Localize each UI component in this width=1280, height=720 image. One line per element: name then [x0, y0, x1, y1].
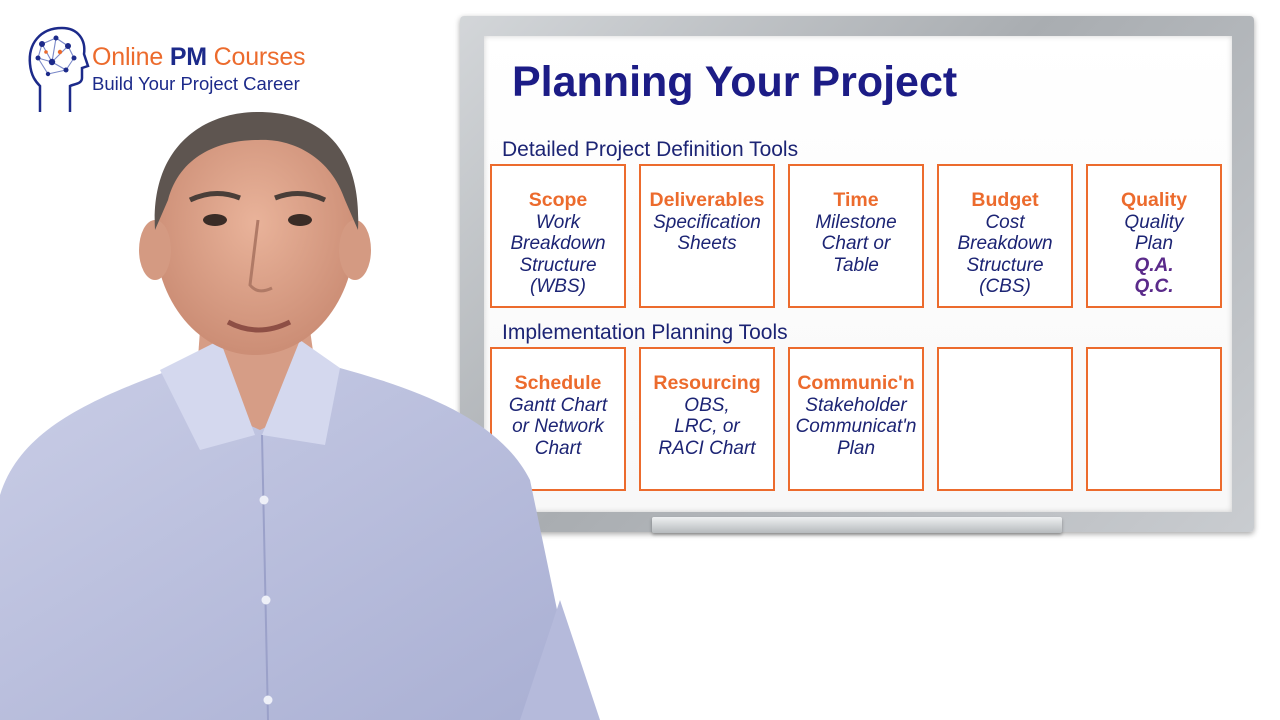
tool-box-empty-2	[1086, 347, 1222, 491]
tool-box-budget: Budget Cost Breakdown Structure (CBS)	[937, 164, 1073, 308]
slide-title: Planning Your Project	[512, 58, 958, 106]
tool-box-time: Time Milestone Chart or Table	[788, 164, 924, 308]
presenter-figure	[0, 112, 600, 720]
section-label-definition-tools: Detailed Project Definition Tools	[502, 138, 799, 161]
section-label-implementation-tools: Implementation Planning Tools	[502, 321, 788, 344]
tool-box-deliverables: Deliverables Specification Sheets	[639, 164, 775, 308]
tool-box-empty-1	[937, 347, 1073, 491]
head-network-icon	[28, 26, 90, 112]
tool-box-resourcing: Resourcing OBS, LRC, or RACI Chart	[639, 347, 775, 491]
tool-box-communication: Communic'n Stakeholder Communicat'n Plan	[788, 347, 924, 491]
brand-tagline: Build Your Project Career	[92, 73, 300, 94]
brand-logo: Online PM Courses Build Your Project Car…	[22, 24, 342, 119]
tool-box-quality: Quality Quality Plan Q.A. Q.C.	[1086, 164, 1222, 308]
whiteboard-tray	[652, 517, 1062, 533]
tool-box-schedule: Schedule Gantt Chart or Network Chart	[490, 347, 626, 491]
brand-name: Online PM Courses	[92, 43, 306, 71]
tool-box-scope: Scope Work Breakdown Structure (WBS)	[490, 164, 626, 308]
